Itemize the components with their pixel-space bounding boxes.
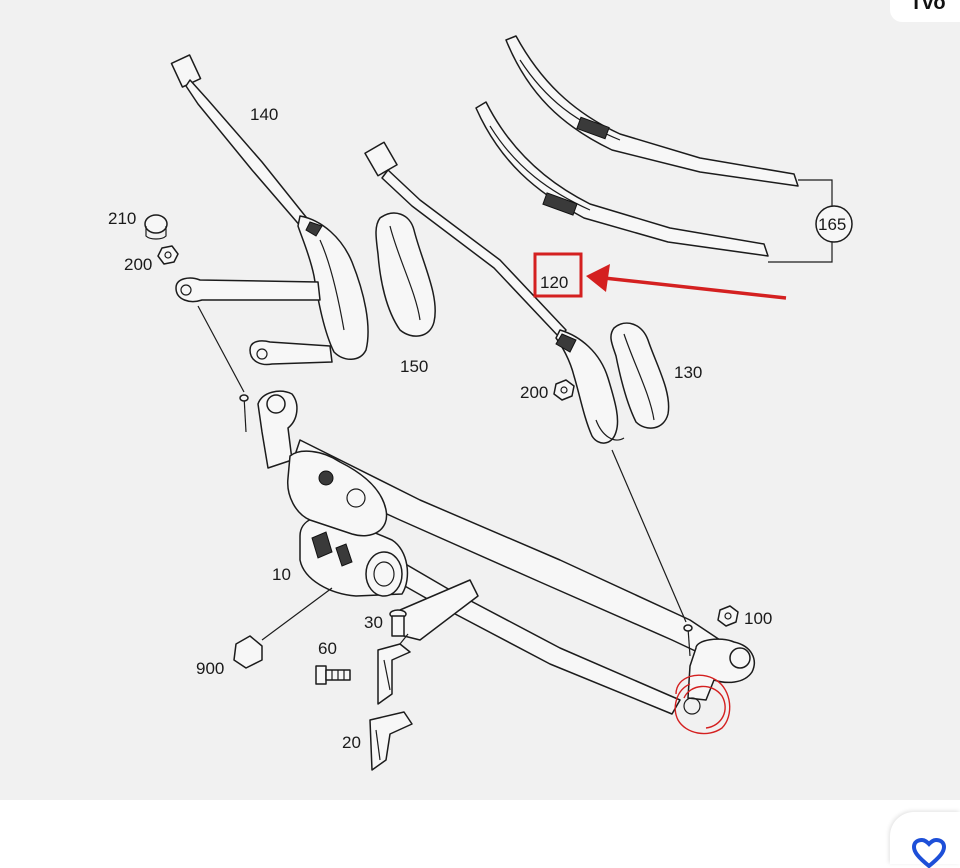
nut-200-left <box>157 245 179 265</box>
callout-60: 60 <box>318 639 337 658</box>
bottom-bar <box>0 800 960 864</box>
callout-210: 210 <box>108 209 136 228</box>
link-arm <box>175 277 333 366</box>
bracket-20 <box>369 711 413 771</box>
callout-165: 165 <box>818 215 846 234</box>
callout-20: 20 <box>342 733 361 752</box>
heart-icon <box>912 838 946 868</box>
wiper-motor-linkage <box>239 390 755 715</box>
leader-lines <box>197 305 687 645</box>
wiper-blades-165 <box>475 35 853 263</box>
callout-150: 150 <box>400 357 428 376</box>
bracket-upper <box>377 643 411 705</box>
callout-130: 130 <box>674 363 702 382</box>
callout-30: 30 <box>364 613 383 632</box>
callout-900: 900 <box>196 659 224 678</box>
grommet-900 <box>233 635 263 669</box>
highlight-box-120 <box>533 252 583 298</box>
nut-100 <box>717 605 739 627</box>
cover-130 <box>610 322 670 429</box>
callout-200-left: 200 <box>124 255 152 274</box>
callout-10: 10 <box>272 565 291 584</box>
parts-diagram: 140 210 200 150 120 165 200 130 10 100 3… <box>0 0 960 800</box>
partial-tab-label[interactable]: Tvo <box>890 0 960 22</box>
cover-150 <box>375 212 436 337</box>
wiper-arm-120 <box>364 141 625 444</box>
pointer-arrow <box>586 264 787 300</box>
callout-200-right: 200 <box>520 383 548 402</box>
callout-120: 120 <box>540 273 568 292</box>
nut-200-right <box>553 379 575 401</box>
cap-210 <box>144 214 168 240</box>
favorite-button[interactable] <box>890 812 960 868</box>
wiper-arm-140 <box>170 54 369 360</box>
wiper-linkage-exploded-view: 140 210 200 150 120 165 200 130 10 100 3… <box>108 35 853 771</box>
bolt-30 <box>389 609 407 637</box>
callout-100: 100 <box>744 609 772 628</box>
screw-60 <box>315 665 351 685</box>
callout-140: 140 <box>250 105 278 124</box>
hand-drawn-circle <box>674 674 731 735</box>
